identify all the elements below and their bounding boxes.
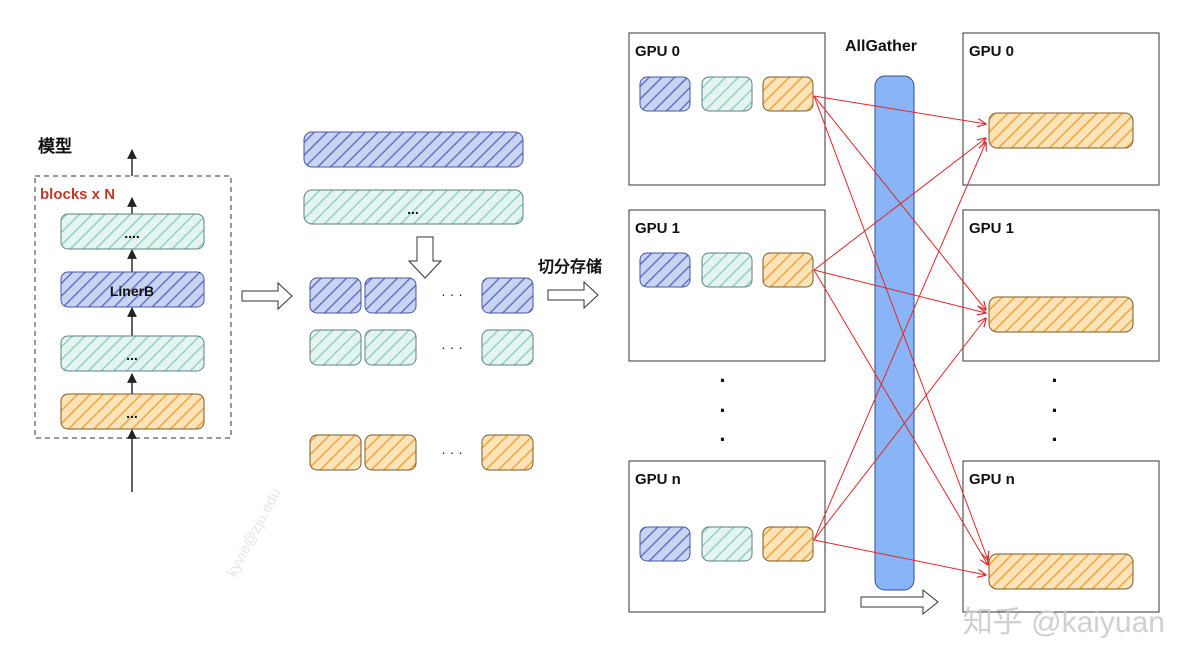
gather-arrow: [813, 539, 986, 575]
wide-parameter-bar: ...: [303, 189, 524, 225]
gpu-shard: [701, 526, 753, 562]
gpu-right: GPU 0: [962, 32, 1160, 186]
gathered-parameter: [988, 112, 1134, 149]
shard-block: [364, 329, 417, 366]
gpu-label: GPU n: [635, 471, 681, 488]
gpu-shard: [639, 76, 691, 112]
gather-arrow: [813, 318, 986, 541]
model-panel: 模型 blocks x N .... LinerB ... ...: [34, 136, 232, 492]
gpu-right: GPU n: [962, 460, 1160, 613]
wide-parameter-bar: [303, 131, 524, 168]
gathered-parameter: [988, 296, 1134, 333]
gather-arrow: [813, 269, 988, 565]
gather-arrow: [813, 269, 986, 313]
shard-block: [309, 434, 362, 471]
blocks-container: [34, 175, 232, 439]
model-title: 模型: [38, 136, 72, 156]
wide-bar-label: ...: [407, 201, 419, 217]
shard-block: [364, 434, 417, 471]
gpu-left: GPU n: [628, 460, 826, 613]
gpu-right: GPU 1: [962, 209, 1160, 362]
gpu-label: GPU 1: [969, 220, 1014, 237]
gpu-shard: [762, 526, 814, 562]
gpu-label: GPU n: [969, 471, 1015, 488]
vertical-ellipsis: ·: [719, 368, 726, 393]
allgather-label: AllGather: [845, 38, 917, 55]
blocks-label: blocks x N: [40, 186, 115, 203]
model-layer: ...: [60, 393, 205, 430]
model-layer-label: LinerB: [110, 283, 154, 299]
flow-arrow: [547, 280, 599, 310]
split-down-arrow: [407, 236, 443, 279]
gather-arrow: [813, 138, 986, 271]
gpu-shard: [639, 526, 691, 562]
gpu-left: GPU 1: [628, 209, 826, 362]
gpu-shard: [701, 76, 753, 112]
model-layer-label: ....: [124, 225, 140, 241]
gpu-left: GPU 0: [628, 32, 826, 186]
allgather-arrows: [813, 95, 988, 575]
vertical-ellipsis: ·: [1051, 368, 1058, 393]
allgather-bar: [874, 75, 915, 591]
shard-block: [481, 277, 534, 314]
vertical-ellipsis: ·: [1051, 427, 1058, 452]
gpu-label: GPU 0: [635, 43, 680, 60]
model-layer-label: ...: [126, 405, 138, 421]
row-ellipsis: · · ·: [441, 286, 463, 302]
model-layer: LinerB: [60, 271, 205, 308]
gpu-shard: [639, 252, 691, 288]
model-layer-label: ...: [126, 347, 138, 363]
gathered-parameter: [988, 553, 1134, 590]
gather-arrow: [813, 142, 986, 541]
vertical-ellipsis: ·: [1051, 398, 1058, 423]
row-ellipsis: · · ·: [441, 444, 463, 460]
model-layer: ....: [60, 213, 205, 250]
gpu-shard: [701, 252, 753, 288]
gather-arrow: [813, 95, 986, 310]
allgather-direction-arrow: [860, 588, 939, 616]
flow-arrow: [241, 281, 293, 311]
row-ellipsis: · · ·: [441, 339, 463, 355]
shard-block: [481, 329, 534, 366]
shard-block: [309, 277, 362, 314]
shard-block: [481, 434, 534, 471]
gpu-shard: [762, 76, 814, 112]
split-store-label: 切分存储: [538, 257, 602, 276]
gpu-label: GPU 0: [969, 43, 1014, 60]
watermark-diagonal: kyvie@zju.edu: [224, 486, 285, 580]
gather-arrow: [813, 95, 986, 124]
parameter-panel: ... · · · · · · · · ·: [303, 131, 534, 471]
gpu-shard: [762, 252, 814, 288]
shard-block: [309, 329, 362, 366]
shard-block: [364, 277, 417, 314]
vertical-ellipsis: ·: [719, 398, 726, 423]
vertical-ellipsis: ·: [719, 427, 726, 452]
model-layer: ...: [60, 335, 205, 372]
brand-watermark: 知乎 @kaiyuan: [963, 606, 1165, 639]
gather-arrow: [813, 95, 988, 560]
gpu-label: GPU 1: [635, 220, 680, 237]
